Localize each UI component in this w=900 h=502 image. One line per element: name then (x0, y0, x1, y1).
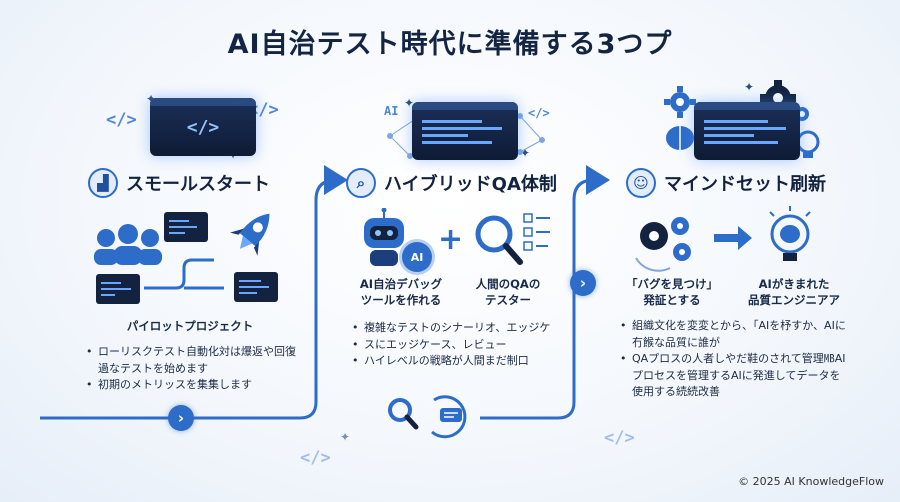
sparkle-icon: ✦ (404, 96, 415, 110)
magnifier-icon: ⌕ (346, 168, 376, 198)
sparkle-icon: ✦ (744, 80, 755, 94)
code-window-icon (234, 272, 278, 302)
code-icon: </> (528, 106, 550, 120)
code-icon: </> (300, 448, 331, 468)
magnifier-icon (388, 398, 419, 430)
code-window-icon (96, 274, 140, 304)
pilot-label: パイロットプロジェクト (126, 319, 254, 333)
list-item: スにエッジケース、レビュー (352, 337, 562, 354)
human-qa-icon (475, 213, 550, 265)
list-item: 組織文化を変変とから、「AIを杼すか、AIに冇餱な品質に誰が (620, 318, 850, 351)
robot-icon (364, 208, 404, 266)
bullet-list: 複雑なテストのシナーリオ、エッジケ スにエッジケース、レビュー ハイレベルの戦略… (352, 320, 562, 370)
human-qa-label: 人間のQAの テスター (475, 277, 541, 307)
sparkle-icon: ✦ (520, 146, 531, 160)
stairs-icon: ▟ (88, 168, 118, 198)
heading-text: マインドセット刷新 (664, 174, 826, 195)
list-item: 初期のメトリッスを集集します (86, 377, 304, 394)
gear-icon (664, 86, 696, 118)
checklist-icon (523, 213, 550, 251)
rocket-icon (229, 213, 270, 256)
plus-icon: + (438, 222, 464, 257)
code-icon: </> (186, 117, 220, 138)
code-window (694, 102, 800, 160)
gears-icon (635, 217, 691, 272)
team-icon (94, 224, 162, 265)
lightbulb-icon (796, 130, 820, 158)
heading-text: スモールスタート (126, 174, 270, 195)
ai-gear-icon: AI (402, 242, 432, 272)
code-window-icon (164, 212, 208, 242)
heading-hybrid-qa: ⌕ ハイブリッドQA体制 (346, 168, 557, 198)
code-lines (412, 110, 518, 154)
code-window: </> (150, 98, 256, 156)
heading-mindset: ☺ マインドセット刷新 (626, 168, 826, 198)
page-title: AI自治テスト時代に準備する3つプ (227, 29, 673, 60)
code-icon: </> (106, 110, 137, 130)
list-item: ハイレベルの戦略が人間まだ制口 (352, 353, 562, 370)
heading-small-start: ▟ スモールスタート (88, 168, 270, 198)
brain-bulb-icon (769, 206, 811, 261)
review-cycle-icon (388, 395, 467, 439)
code-icon: </> (604, 428, 635, 448)
bullet-list: ローリスクテスト自動化対は爆返や回復過なテストを始めます 初期のメトリッスを集集… (86, 344, 304, 394)
list-item: 複雑なテストのシナーリオ、エッジケ (352, 320, 562, 337)
heading-text: ハイブリッドQA体制 (384, 174, 557, 195)
code-window (412, 102, 518, 160)
bullet-list: 組織文化を変変とから、「AIを杼すか、AIに冇餱な品質に誰が QAプロスの人者し… (620, 318, 850, 401)
copyright-footer: © 2025 AI KnowledgeFlow (738, 475, 884, 488)
next-arrow-button[interactable]: › (570, 270, 596, 296)
brain-icon (666, 126, 694, 150)
sparkle-icon: ✦ (340, 430, 351, 444)
arrow-right-icon (714, 226, 752, 250)
pilot-illustration (94, 212, 278, 304)
chat-icon (431, 395, 467, 439)
code-lines (694, 110, 800, 154)
before-mindset-label: 「バグを見つけ」 発証とする (626, 277, 718, 307)
list-item: ローリスクテスト自動化対は爆返や回復過なテストを始めます (86, 344, 304, 377)
list-item: QAプロスの人者しやだ鞋のされて管理㎆AIプロセスを管理するAIに発進してデータ… (620, 351, 850, 401)
mindset-transform-icon (635, 206, 811, 272)
next-arrow-button[interactable]: › (168, 405, 194, 431)
head-icon: ☺ (626, 168, 656, 198)
after-mindset-label: AIがきまれた 品質エンジニアア (748, 277, 840, 307)
ai-tool-label: AI自治デバッグ ツールを作れる (359, 277, 443, 307)
ai-text-icon: AI (384, 104, 399, 118)
